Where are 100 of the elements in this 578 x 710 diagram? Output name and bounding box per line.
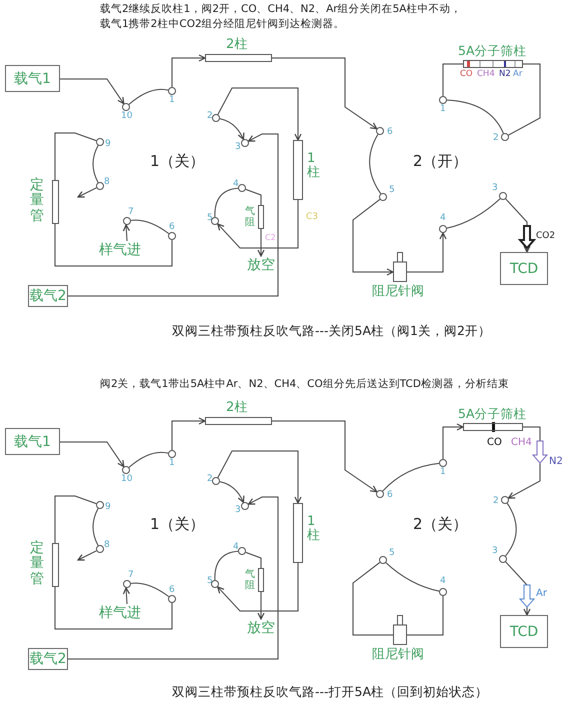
- valve-port: [122, 103, 130, 111]
- valve-port: [439, 459, 447, 467]
- arrow: [508, 426, 548, 499]
- pipe-line: [446, 100, 504, 134]
- column-tube: [293, 503, 303, 563]
- pipe-line: [369, 134, 382, 194]
- column-label: 5A分子筛柱: [458, 407, 527, 421]
- needle-valve: [393, 615, 407, 645]
- port-number: 3: [235, 143, 241, 153]
- port-number: 1: [169, 96, 175, 106]
- restrictor-tube: [258, 568, 264, 592]
- valve-port: [211, 580, 219, 588]
- pipe-line: [92, 145, 99, 183]
- component-label: CO2: [536, 231, 556, 242]
- port-number: 2: [493, 497, 499, 507]
- column-tube: [205, 417, 272, 425]
- pipe-line: [54, 586, 172, 630]
- port-number: 3: [492, 547, 498, 557]
- pipe-line: [352, 562, 394, 636]
- arrow: [68, 496, 278, 660]
- pipe-line: [446, 198, 501, 229]
- port-number: 5: [207, 214, 213, 224]
- valve-port: [123, 580, 131, 588]
- arrow: [172, 54, 206, 88]
- component-label: N2: [499, 69, 511, 80]
- component-label: CH4: [477, 69, 495, 80]
- column-tube: [293, 140, 303, 200]
- valve-port: [376, 490, 384, 498]
- valve-port: [501, 133, 509, 141]
- column-label: 1柱: [307, 515, 320, 544]
- sample-inlet-label: 样气进: [95, 604, 145, 622]
- vent-label: 放空: [245, 256, 277, 274]
- vent-label: 放空: [245, 619, 277, 637]
- port-number: 7: [128, 208, 134, 218]
- pipe-line: [406, 596, 444, 636]
- carrier-gas-box: 载气2: [28, 648, 68, 670]
- valve-port: [241, 502, 249, 510]
- port-number: 3: [492, 184, 498, 194]
- arrow: [77, 550, 97, 561]
- port-number: 5: [389, 186, 395, 196]
- detector-box: TCD: [500, 252, 548, 285]
- restrictor-label: 气阻: [245, 206, 255, 228]
- arrow: [60, 442, 124, 468]
- valve-port: [122, 466, 130, 474]
- port-number: 6: [387, 491, 393, 501]
- arrow: [60, 78, 124, 104]
- port-number: 4: [233, 180, 239, 190]
- valve-state-label: 2（开）: [413, 152, 468, 170]
- pipe-line: [128, 88, 169, 105]
- valve-port: [238, 547, 246, 555]
- valve-port: [96, 138, 104, 146]
- port-number: 6: [169, 223, 175, 233]
- valve-port: [96, 182, 104, 190]
- note-text: 载气2继续反吹柱1，阀2开，CO、CH4、N2、Ar组分关闭在5A柱中不动，: [100, 3, 462, 16]
- port-number: 9: [105, 503, 111, 513]
- valve-port: [499, 192, 507, 200]
- valve-port: [376, 127, 384, 135]
- valve-port: [211, 217, 219, 225]
- component-label: C3: [306, 212, 318, 223]
- arrow: [217, 88, 302, 141]
- valve-port: [168, 450, 176, 458]
- arrow: [217, 562, 298, 612]
- arrow: [442, 423, 464, 460]
- arrow: [219, 118, 244, 140]
- column-tube: [463, 423, 523, 431]
- port-number: 7: [128, 571, 134, 581]
- valve-port: [96, 545, 104, 553]
- arrow: [272, 58, 378, 130]
- pipe-line: [54, 224, 172, 266]
- valve-state-label: 1（关）: [150, 152, 205, 170]
- port-number: 2: [207, 475, 213, 485]
- column-label: 2柱: [226, 38, 248, 52]
- valve-port: [379, 193, 387, 201]
- arrow: [257, 228, 265, 257]
- arrow: [122, 224, 130, 242]
- valve-port: [439, 225, 447, 233]
- pipe-line: [442, 64, 464, 96]
- pipe-line: [385, 562, 440, 592]
- valve-port: [96, 501, 104, 509]
- port-number: 8: [104, 541, 110, 551]
- valve-label: 阻尼针阀: [372, 648, 424, 662]
- port-number: 10: [121, 112, 132, 122]
- valve-port: [379, 556, 387, 564]
- port-number: 6: [169, 586, 175, 596]
- pipe-line: [508, 64, 540, 136]
- detector-box: TCD: [500, 615, 548, 648]
- carrier-gas-box: 载气2: [28, 285, 68, 307]
- pipe-line: [505, 502, 517, 556]
- valve-port: [168, 87, 176, 95]
- valve-port: [439, 96, 447, 104]
- arrow: [352, 198, 394, 276]
- arrow: [217, 200, 298, 248]
- port-number: 1: [440, 105, 446, 115]
- valve-port: [241, 139, 249, 147]
- loop-label: 定量管: [30, 178, 44, 224]
- valve-port: [168, 232, 176, 240]
- pipe-line: [382, 462, 440, 492]
- pipe-line: [214, 550, 238, 580]
- arrow: [68, 134, 278, 296]
- valve-port: [499, 555, 507, 563]
